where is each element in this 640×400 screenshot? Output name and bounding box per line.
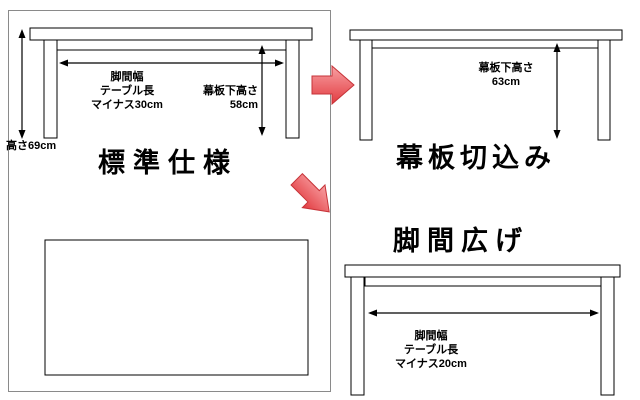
notch-left-leg bbox=[359, 39, 373, 141]
standard-apron-height-dimension-arrow bbox=[258, 45, 266, 136]
transform-arrow-right-icon bbox=[311, 64, 355, 106]
widen-left-leg bbox=[350, 276, 365, 396]
apron-notch-table-drawing bbox=[349, 29, 623, 141]
notch-apron bbox=[371, 39, 599, 49]
notch-tabletop bbox=[349, 29, 623, 41]
widen-leg-span-label: 脚間幅 テーブル長 マイナス20cm bbox=[371, 329, 491, 371]
height-label: 高さ69cm bbox=[6, 140, 57, 152]
notch-apron-height-label: 幕板下高さ 63cm bbox=[477, 61, 535, 89]
standard-apron bbox=[56, 39, 287, 51]
widen-apron bbox=[364, 276, 603, 287]
leg-span-line1: 脚間幅 bbox=[110, 71, 144, 83]
widen-tabletop bbox=[344, 264, 621, 278]
notch-right-leg bbox=[597, 39, 611, 141]
leg-span-line3: マイナス30cm bbox=[91, 99, 163, 111]
standard-table-drawing bbox=[29, 27, 313, 139]
leg-widen-table-drawing bbox=[344, 264, 621, 396]
apron-height-line1: 幕板下高さ bbox=[203, 85, 258, 97]
standard-tabletop bbox=[29, 27, 313, 41]
apron-height-line1: 幕板下高さ bbox=[478, 62, 534, 74]
leg-widen-title: 脚間広げ bbox=[393, 226, 529, 256]
leg-span-line2: テーブル長 bbox=[99, 85, 155, 97]
standard-title: 標準仕様 bbox=[98, 148, 238, 178]
standard-leg-span-dimension-arrow bbox=[59, 59, 284, 67]
table-top-view-rect bbox=[44, 239, 309, 376]
widen-leg-span-dimension-arrow bbox=[368, 309, 599, 317]
standard-right-leg bbox=[285, 39, 300, 139]
standard-leg-span-label: 脚間幅 テーブル長 マイナス30cm bbox=[67, 70, 187, 112]
apron-notch-title: 幕板切込み bbox=[396, 143, 556, 173]
standard-left-leg bbox=[43, 39, 58, 139]
widen-right-leg bbox=[600, 276, 615, 396]
leg-span-line2: テーブル長 bbox=[403, 344, 459, 356]
leg-span-line1: 脚間幅 bbox=[414, 330, 448, 342]
standard-spec-panel-border bbox=[8, 10, 331, 392]
apron-height-line2: 63cm bbox=[491, 76, 521, 88]
standard-apron-height-label: 幕板下高さ 58cm bbox=[198, 84, 258, 112]
leg-span-line3: マイナス20cm bbox=[395, 358, 467, 370]
notch-apron-height-dimension-arrow bbox=[553, 43, 561, 139]
apron-height-line2: 58cm bbox=[229, 99, 258, 111]
transform-arrow-down-right-icon bbox=[290, 172, 330, 213]
height-dimension-arrow bbox=[18, 29, 26, 139]
